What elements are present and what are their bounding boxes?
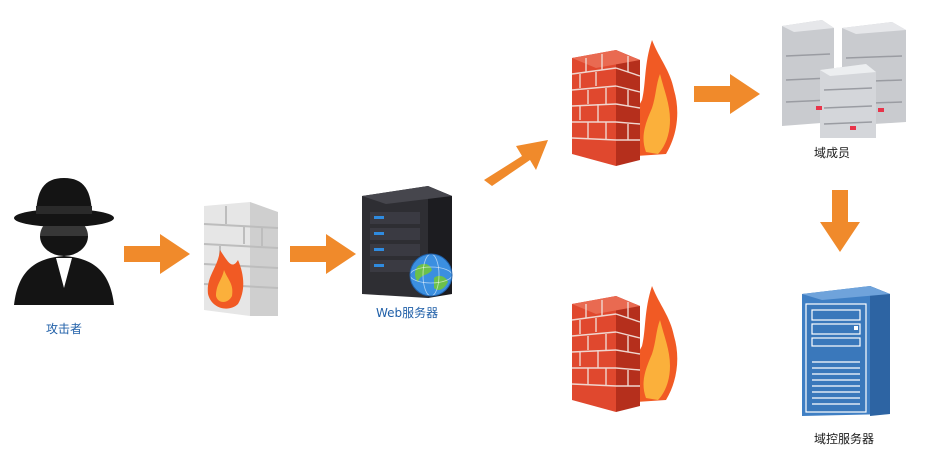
spy-icon [14,178,114,305]
domain-controller-node: 域控服务器 [792,278,902,450]
red-firewall-top-node [566,34,684,170]
attacker-label: 攻击者 [46,322,83,336]
globe-icon [409,253,453,297]
server-cluster-icon [782,20,906,138]
domain-member-label: 域成员 [814,146,851,160]
arrow-members-to-controller [820,190,860,252]
gray-firewall-node [198,198,284,320]
arrow-firewall-to-web [290,234,356,274]
tower-server-icon [802,286,890,416]
attacker-node: 攻击者 [4,170,124,336]
arrow-web-to-firewall [484,140,548,186]
arrow-attacker-to-firewall [124,234,190,274]
gray-firewall-icon [203,202,279,316]
arrow-firewall-to-members [694,74,760,114]
firewall-icon [571,286,678,412]
domain-controller-label: 域控服务器 [814,432,875,446]
red-firewall-bottom-node [566,280,684,416]
domain-member-node: 域成员 [776,10,916,166]
web-server-node: Web服务器 [356,176,456,322]
firewall-icon [571,40,678,166]
web-server-label: Web服务器 [376,306,439,320]
